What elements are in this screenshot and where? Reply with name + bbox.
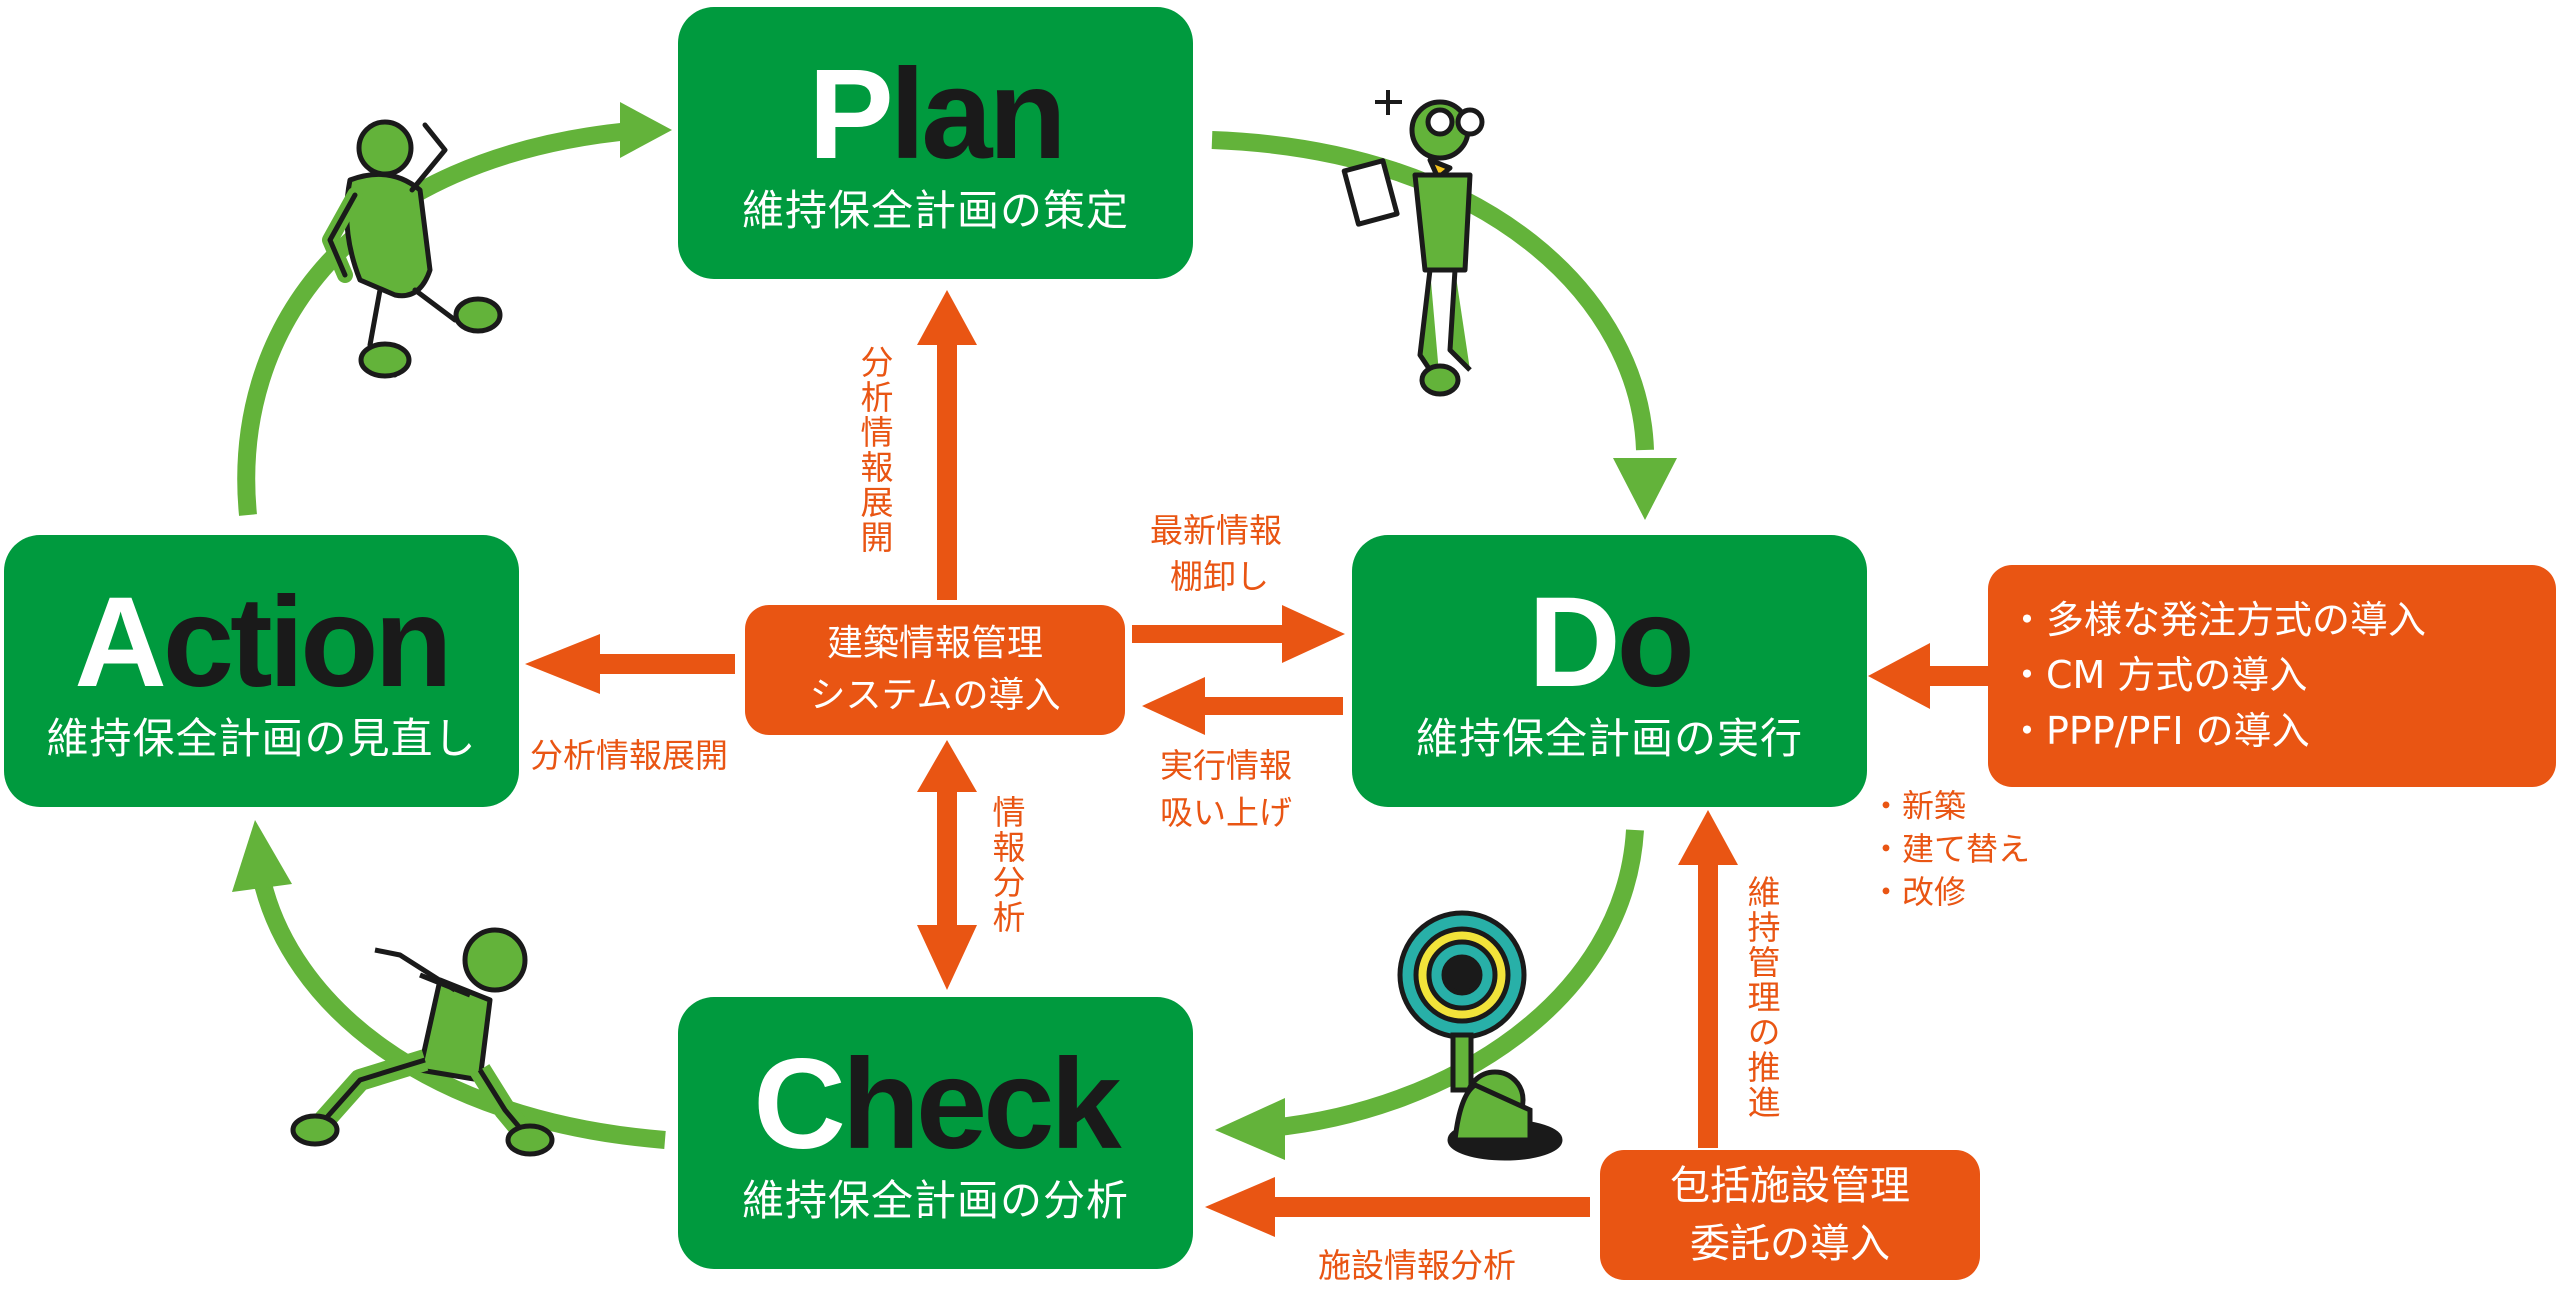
action-box: Action 維持保全計画の見直し bbox=[4, 535, 519, 807]
check-title-first: C bbox=[753, 1032, 845, 1176]
right-procurement-box: ・多様な発注方式の導入 ・CM 方式の導入 ・PPP/PFI の導入 bbox=[1988, 565, 2556, 787]
arrow-do-to-center bbox=[1195, 697, 1343, 715]
right-box-item-3: ・PPP/PFI の導入 bbox=[2008, 708, 2310, 753]
runner-character-icon bbox=[322, 119, 503, 379]
do-title-first: D bbox=[1528, 570, 1620, 714]
bottom-facility-box: 包括施設管理 委託の導入 bbox=[1600, 1150, 1980, 1280]
pointing-character-icon bbox=[290, 927, 555, 1157]
arrow-center-to-do bbox=[1132, 625, 1292, 643]
cycle-arrowhead-plan bbox=[620, 102, 672, 158]
right-box-item-1: ・多様な発注方式の導入 bbox=[2008, 598, 2427, 643]
center-box-line2: システムの導入 bbox=[809, 675, 1061, 716]
arrow-bottom-to-check bbox=[1270, 1197, 1590, 1217]
check-title-rest: heck bbox=[841, 1032, 1122, 1176]
arrow-right-to-do bbox=[1920, 666, 1990, 686]
do-side-item-3: ・改修 bbox=[1870, 873, 1967, 912]
cycle-arrowhead-check bbox=[1215, 1098, 1285, 1160]
cycle-arrow-action-to-plan bbox=[237, 121, 641, 516]
plan-title-first: P bbox=[808, 42, 893, 186]
cycle-arrowhead-do bbox=[1613, 458, 1677, 520]
inspector-character-icon bbox=[1341, 90, 1485, 397]
plan-title-rest: lan bbox=[889, 42, 1067, 186]
plan-subtitle: 維持保全計画の策定 bbox=[741, 185, 1129, 235]
plan-box: Plan 維持保全計画の策定 bbox=[678, 7, 1193, 279]
label-bottom-to-check: 施設情報分析 bbox=[1318, 1246, 1516, 1285]
action-subtitle: 維持保全計画の見直し bbox=[46, 713, 477, 763]
do-title-rest: o bbox=[1616, 570, 1695, 714]
arrow-center-to-action bbox=[585, 654, 735, 674]
center-system-box: 建築情報管理 システムの導入 bbox=[745, 605, 1125, 735]
label-do-to-center-line1: 実行情報 bbox=[1160, 746, 1292, 785]
label-do-to-center-line2: 吸い上げ bbox=[1160, 793, 1292, 832]
arrow-center-to-plan bbox=[937, 330, 957, 600]
plan-title: Plan bbox=[808, 50, 1066, 179]
label-center-to-plan: 分析情報展開 bbox=[855, 345, 894, 555]
do-side-item-1: ・新築 bbox=[1870, 787, 1967, 825]
center-box-line1: 建築情報管理 bbox=[826, 622, 1043, 664]
action-title-first: A bbox=[74, 570, 166, 714]
action-title: Action bbox=[74, 578, 452, 707]
check-subtitle: 維持保全計画の分析 bbox=[741, 1175, 1129, 1225]
do-side-list: ・新築 ・建て替え ・改修 bbox=[1870, 785, 2030, 915]
do-side-item-2: ・建て替え bbox=[1870, 830, 2031, 869]
label-center-to-action: 分析情報展開 bbox=[530, 736, 728, 775]
cycle-arrow-check-to-action bbox=[253, 877, 666, 1149]
magnifier-character-icon bbox=[1397, 910, 1563, 1161]
orange-arrows bbox=[525, 290, 1990, 1237]
right-box-item-2: ・CM 方式の導入 bbox=[2008, 653, 2308, 698]
label-bottom-to-do: 維持管理の推進 bbox=[1742, 875, 1781, 1120]
do-title: Do bbox=[1528, 578, 1695, 707]
bottom-box-line2: 委託の導入 bbox=[1690, 1221, 1890, 1267]
do-box: Do 維持保全計画の実行 bbox=[1352, 535, 1867, 807]
action-title-rest: ction bbox=[162, 570, 453, 714]
do-subtitle: 維持保全計画の実行 bbox=[1415, 713, 1803, 763]
arrow-center-check bbox=[937, 780, 957, 930]
check-box: Check 維持保全計画の分析 bbox=[678, 997, 1193, 1269]
arrow-bottom-to-do bbox=[1698, 860, 1718, 1148]
bottom-box-line1: 包括施設管理 bbox=[1670, 1163, 1910, 1209]
cycle-arrowhead-action bbox=[232, 820, 292, 892]
label-center-to-do-line1: 最新情報 bbox=[1150, 511, 1282, 550]
cycle-arrow-do-to-check bbox=[1269, 829, 1644, 1137]
label-center-check: 情報分析 bbox=[987, 795, 1026, 935]
cycle-arrow-plan-to-do bbox=[1211, 131, 1654, 451]
check-title: Check bbox=[753, 1040, 1121, 1169]
label-center-to-do-line2: 棚卸し bbox=[1170, 557, 1269, 596]
